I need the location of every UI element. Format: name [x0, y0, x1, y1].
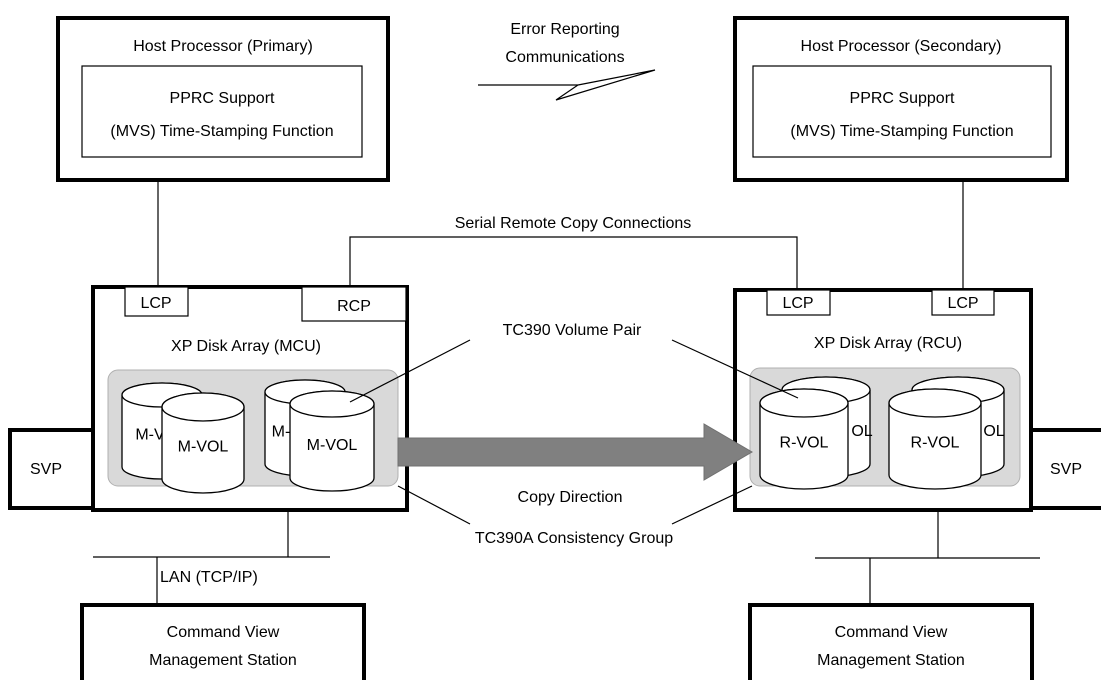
mcu-rcp-box — [301, 286, 407, 322]
rcu-disk-array: LCP LCP XP Disk Array (RCU) OL R-VOL OL R-V… — [733, 288, 1033, 512]
pprc-support-primary-line1: PPRC Support — [170, 90, 275, 107]
mcu-disk-array: LCP RCP XP Disk Array (MCU) M-VM-VOLM-M-… — [91, 285, 409, 512]
serial-connection-line — [349, 236, 798, 290]
copy-direction-arrow — [397, 423, 753, 481]
rcu-lcp-left-label: LCP — [782, 295, 813, 312]
mcu-volumes: M-V M-VOL M- M-VOL — [121, 379, 375, 494]
rcu-lcp-right-box — [931, 289, 995, 316]
error-reporting-label-line1: Error Reporting — [510, 21, 619, 38]
station-right-line1: Command View — [835, 624, 948, 641]
serial-connections-label: Serial Remote Copy Connections — [455, 215, 692, 232]
svp-right-label: SVP — [1050, 461, 1082, 478]
consistency-group-pointer-right — [671, 485, 753, 525]
host-processor-primary: Host Processor (Primary) PPRC Support (M… — [56, 16, 390, 182]
rcu-volume-front-2: R-VOL — [888, 388, 982, 490]
mcu-volume-front-1-label: M-VOL — [178, 439, 229, 456]
mcu-lcp-box — [124, 286, 189, 317]
rcu-volume-front-1: R-VOL — [759, 388, 849, 490]
mcu-lcp-label: LCP — [140, 295, 171, 312]
management-station-left: Command View Management Station — [80, 603, 366, 680]
mcu-rcp-label: RCP — [337, 298, 371, 315]
consistency-group-pointer-left — [397, 485, 471, 525]
rcu-volume-front-2-label: R-VOL — [911, 435, 960, 452]
station-right-line2: Management Station — [817, 652, 965, 669]
error-reporting-zigzag — [478, 69, 656, 101]
rcu-volume-back-2-label: OL — [983, 423, 1004, 440]
host-secondary-title: Host Processor (Secondary) — [801, 38, 1002, 55]
rcu-volume-back-1-label: OL — [851, 423, 872, 440]
mcu-volume-back-2-label: M- — [272, 424, 291, 441]
rcu-lcp-right-label: LCP — [947, 295, 978, 312]
mcu-volume-front-2-label: M-VOL — [307, 437, 358, 454]
connection-lines — [93, 69, 1040, 605]
volume-pair-pointer-right — [671, 339, 799, 399]
volume-pair-pointer-left — [349, 339, 471, 403]
pprc-support-primary-line2: (MVS) Time-Stamping Function — [110, 123, 333, 140]
consistency-group-label: TC390A Consistency Group — [475, 530, 673, 547]
rcu-volume-front-1-label: R-VOL — [780, 435, 829, 452]
host-processor-secondary: Host Processor (Secondary) PPRC Support … — [733, 16, 1069, 182]
mcu-volume-back-1-label: M-V — [135, 427, 165, 444]
rcu-volumes: OL R-VOL OL R-VOL — [759, 376, 1005, 490]
copy-direction-label: Copy Direction — [518, 489, 623, 506]
pprc-support-secondary-box — [752, 65, 1052, 158]
error-reporting-label-line2: Communications — [505, 49, 624, 66]
station-left-line2: Management Station — [149, 652, 297, 669]
volume-pair-label: TC390 Volume Pair — [503, 322, 642, 339]
rcu-lcp-left-box — [766, 289, 831, 316]
lan-label: LAN (TCP/IP) — [160, 569, 258, 586]
mcu-title: XP Disk Array (MCU) — [171, 338, 321, 355]
mcu-volume-front-2: M-VOL — [289, 390, 375, 492]
rcu-title: XP Disk Array (RCU) — [814, 335, 962, 352]
management-station-right: Command View Management Station — [748, 603, 1034, 680]
svp-left-label: SVP — [30, 461, 62, 478]
station-left-line1: Command View — [167, 624, 280, 641]
pprc-support-secondary-line2: (MVS) Time-Stamping Function — [790, 123, 1013, 140]
annotation-lines — [349, 339, 799, 525]
pprc-support-secondary-line1: PPRC Support — [850, 90, 955, 107]
pprc-support-primary-box — [81, 65, 363, 158]
mcu-volume-front-1: M-VOL — [161, 392, 245, 494]
host-primary-title: Host Processor (Primary) — [133, 38, 313, 55]
svp-left-box — [8, 428, 102, 510]
